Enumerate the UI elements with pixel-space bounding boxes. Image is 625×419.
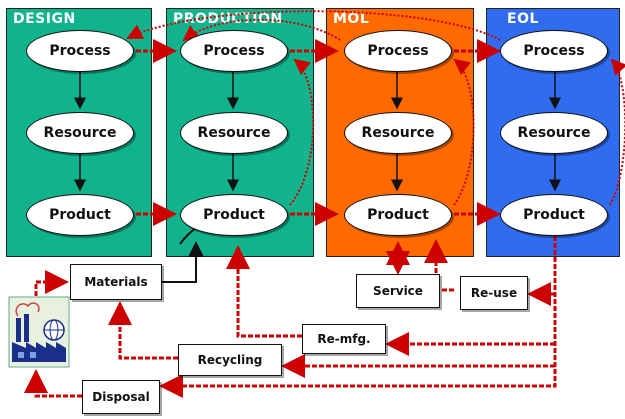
disposal-box[interactable]: Disposal (82, 380, 160, 414)
lane-design-title: DESIGN (13, 11, 76, 27)
design-product-node[interactable]: Product (26, 194, 134, 236)
production-process-node[interactable]: Process (180, 30, 288, 72)
return-flows (24, 236, 557, 398)
production-resource-node[interactable]: Resource (180, 112, 288, 154)
service-box[interactable]: Service (356, 274, 440, 308)
materials-box[interactable]: Materials (70, 264, 162, 300)
lane-eol-title: EOL (507, 11, 539, 27)
factory-icon (8, 296, 70, 368)
eol-resource-node[interactable]: Resource (500, 112, 608, 154)
design-resource-node[interactable]: Resource (26, 112, 134, 154)
mol-process-node[interactable]: Process (344, 30, 452, 72)
recycling-box[interactable]: Recycling (178, 344, 282, 376)
eol-process-node[interactable]: Process (500, 30, 608, 72)
reuse-box[interactable]: Re-use (460, 276, 528, 310)
eol-product-node[interactable]: Product (500, 194, 608, 236)
mol-resource-node[interactable]: Resource (344, 112, 452, 154)
lane-mol-title: MOL (333, 11, 370, 27)
globe-icon (43, 319, 65, 341)
production-product-node[interactable]: Product (180, 194, 288, 236)
mol-product-node[interactable]: Product (344, 194, 452, 236)
lane-production-title: PRODUCTION (173, 11, 283, 27)
design-process-node[interactable]: Process (26, 30, 134, 72)
remfg-box[interactable]: Re-mfg. (302, 324, 386, 354)
